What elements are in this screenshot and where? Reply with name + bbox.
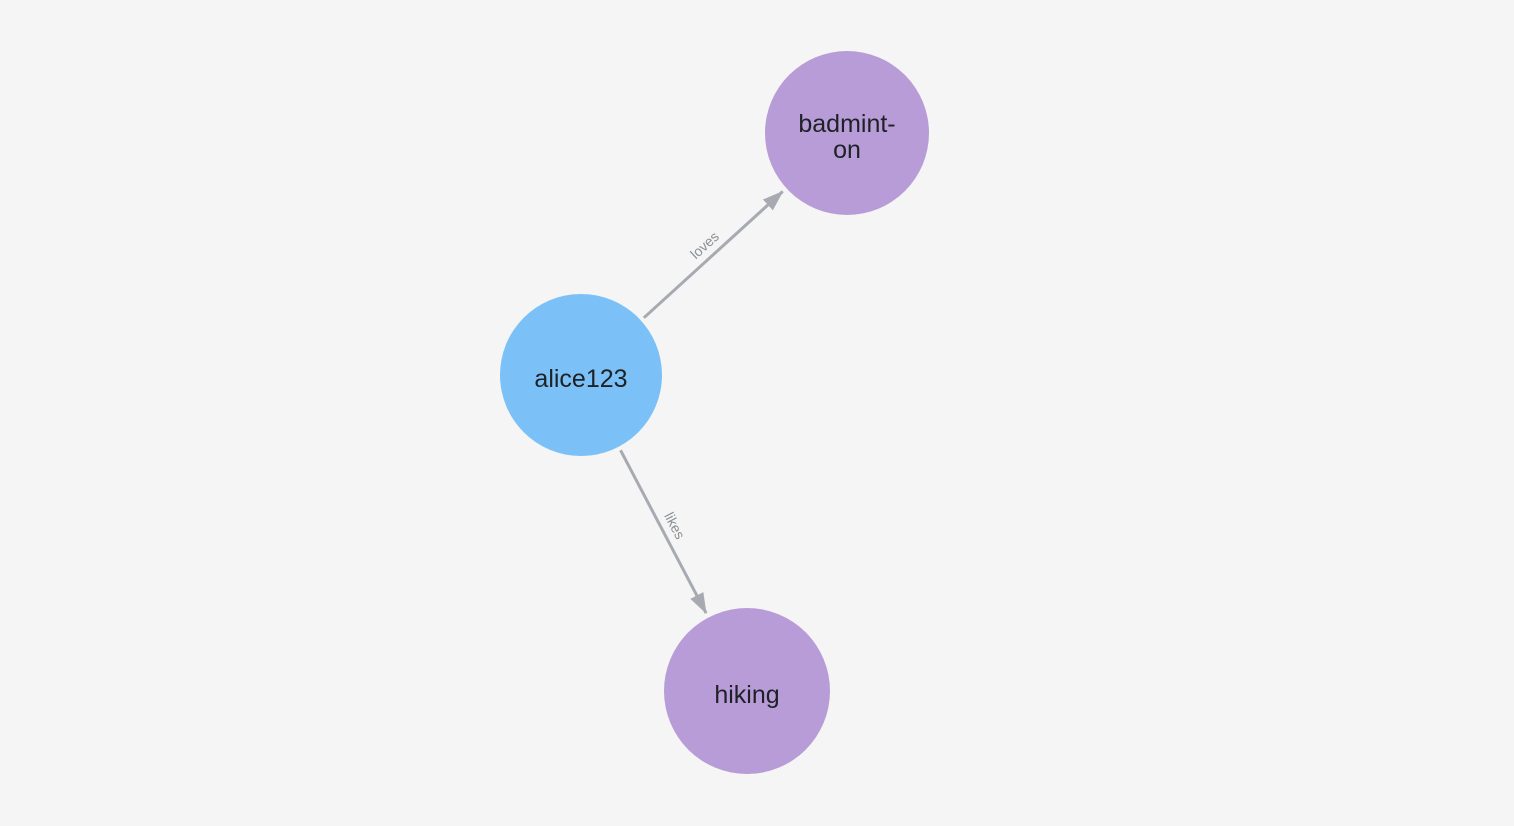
node-hiking[interactable]: hiking [664, 608, 830, 774]
edge-likes[interactable]: likes [619, 449, 708, 615]
edge-label-loves: loves [687, 228, 722, 262]
node-circle-alice123[interactable] [500, 294, 662, 456]
node-badminton[interactable]: badmint-on [765, 51, 929, 215]
node-label-line: on [833, 136, 861, 164]
edge-line-likes[interactable] [619, 449, 708, 615]
node-circle-hiking[interactable] [664, 608, 830, 774]
node-label-line: hiking [714, 681, 779, 709]
edge-loves[interactable]: loves [642, 190, 784, 319]
node-label-hiking: hiking [714, 681, 779, 709]
node-alice123[interactable]: alice123 [500, 294, 662, 456]
edge-line-loves[interactable] [642, 190, 784, 319]
node-label-line: badmint- [798, 110, 895, 138]
node-label-line: alice123 [534, 365, 627, 393]
node-label-alice123: alice123 [534, 365, 627, 393]
node-circle-badminton[interactable] [765, 51, 929, 215]
node-label-badminton: badmint-on [798, 110, 895, 164]
